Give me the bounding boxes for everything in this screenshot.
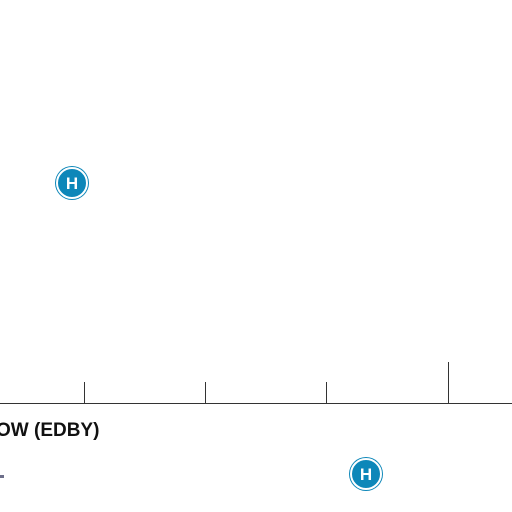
route-line-fragment: [0, 475, 4, 478]
airport-label: OW (EDBY): [0, 420, 100, 441]
helipad-marker[interactable]: H: [56, 167, 88, 199]
helipad-icon: H: [359, 464, 373, 484]
helipad-icon: H: [65, 173, 79, 193]
helipad-marker[interactable]: H: [350, 458, 382, 490]
